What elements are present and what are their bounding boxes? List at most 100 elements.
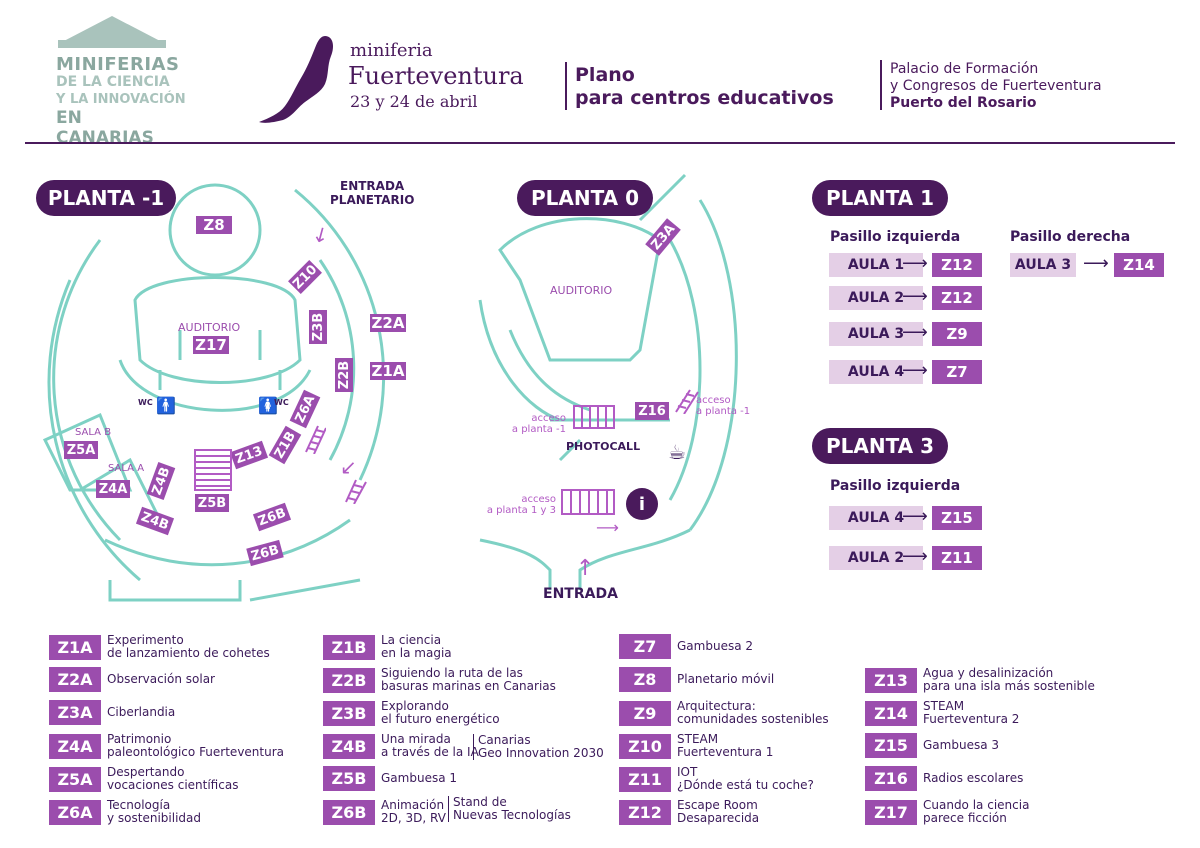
legend-z6b-divider [448, 796, 449, 822]
legend-text: Observación solar [107, 672, 215, 686]
legend-text: Cuando la ciencia parece ficción [923, 798, 1030, 825]
legend-text: Gambuesa 1 [381, 771, 458, 785]
stairs-icon-p0-right [675, 389, 699, 414]
legend-text: Arquitectura: comunidades sostenibles [677, 699, 829, 726]
divider-1 [565, 62, 567, 110]
p3-zone-2: Z11 [932, 546, 982, 570]
p1-zone-3: Z9 [932, 322, 982, 346]
legend-code: Z7 [619, 634, 671, 659]
acceso-m1-right-line2: a planta -1 [696, 406, 751, 417]
planta-3-heading: Pasillo izquierda [830, 478, 961, 494]
stairs-icon-m1-center [194, 449, 232, 491]
legend-code: Z9 [619, 700, 671, 726]
zone-tag-z3b: Z3B [309, 310, 327, 344]
legend-code: Z6B [323, 799, 375, 825]
arrow-m1-right: ↙ [340, 455, 357, 479]
venue-2: y Congresos de Fuerteventura [890, 78, 1102, 94]
legend-code: Z14 [865, 700, 917, 726]
legend-text: Ciberlandia [107, 705, 176, 719]
header-rule [25, 142, 1175, 144]
planta-1-right-heading: Pasillo derecha [1010, 229, 1131, 245]
planta-1-left-heading: Pasillo izquierda [830, 229, 961, 245]
entrada-planetario-2: PLANETARIO [330, 193, 415, 207]
zone-tag-z17: Z17 [193, 336, 229, 354]
legend-text: STEAM Fuerteventura 1 [677, 732, 774, 759]
p1-aula-1: AULA 1 [829, 253, 923, 277]
zone-tag-z2b: Z2B [335, 358, 353, 392]
legend-code: Z17 [865, 799, 917, 825]
sala-a-label: SALA A [108, 463, 145, 474]
zone-tag-z16: Z16 [635, 402, 669, 420]
wc-left-label: WC [138, 398, 153, 407]
legend-text: Despertando vocaciones científicas [107, 765, 239, 792]
p3-zone-1: Z15 [932, 506, 982, 530]
fair-name: Fuerteventura [348, 62, 524, 90]
sala-b-label: SALA B [75, 427, 112, 438]
zone-tag-z1a: Z1A [370, 362, 406, 380]
legend-text: Patrimonio paleontológico Fuerteventura [107, 732, 285, 759]
coffee-cup-icon: ☕ [668, 440, 686, 464]
person-male-icon: 🚹 [156, 396, 176, 415]
legend-text: Explorando el futuro energético [381, 699, 500, 726]
legend-code: Z10 [619, 733, 671, 759]
p3-aula-1: AULA 4 [829, 506, 923, 530]
stairs-icon-m1-lower [345, 479, 367, 504]
legend-code: Z5B [323, 766, 375, 791]
legend-code: Z5A [49, 766, 101, 792]
logo-line-2: DE LA CIENCIA [56, 74, 170, 90]
legend-z4b-divider [473, 734, 474, 760]
legend-code: Z2A [49, 667, 101, 692]
p1-zone-2: Z12 [932, 286, 982, 310]
legend-code: Z1A [49, 634, 101, 660]
legend-text: La ciencia en la magia [381, 633, 452, 660]
auditorio-p0-label: AUDITORIO [550, 284, 613, 297]
legend-code: Z3A [49, 700, 101, 725]
legend-text: IOT ¿Dónde está tu coche? [677, 765, 814, 792]
acceso-m1-left-line2: a planta -1 [511, 424, 566, 435]
legend-text: Gambuesa 3 [923, 738, 1000, 752]
stairs-icon-p0-left [573, 405, 615, 429]
logo-line-3: Y LA INNOVACIÓN [56, 92, 186, 107]
legend-text: Tecnología y sostenibilidad [107, 798, 201, 825]
legend-code: Z16 [865, 766, 917, 791]
acceso-13-line2: a planta 1 y 3 [486, 505, 556, 516]
legend-text: Siguiendo la ruta de las basuras marinas… [381, 666, 556, 693]
venue-3: Puerto del Rosario [890, 95, 1037, 111]
legend-code: Z4A [49, 733, 101, 759]
planta-1-title: PLANTA 1 [812, 180, 948, 216]
photocall-label: PHOTOCALL [566, 440, 641, 453]
auditorio-m1-label: AUDITORIO [178, 321, 241, 334]
legend-code: Z1B [323, 634, 375, 660]
planta-m1-title: PLANTA -1 [36, 180, 176, 216]
p1-aula-4: AULA 4 [829, 360, 923, 384]
acceso-13-line1: acceso [521, 494, 556, 505]
legend-z6b-extra: Stand de Nuevas Tecnologías [453, 795, 571, 822]
wc-right-label: WC [274, 398, 289, 407]
logo-line-1: MINIFERIAS [56, 54, 180, 75]
p1-zone-1: Z12 [932, 253, 982, 277]
legend-text: Agua y desalinización para una isla más … [923, 666, 1095, 693]
arrow-icon: ⟶ [902, 286, 928, 307]
zone-tag-z2a: Z2A [370, 314, 406, 332]
legend-item: Z2A Observación solar [49, 667, 317, 692]
legend-code: Z3B [323, 700, 375, 726]
divider-2 [880, 60, 882, 110]
entrada-planetario-1: ENTRADA [340, 179, 405, 193]
arrow-icon: ⟶ [902, 360, 928, 381]
plan-title-2: para centros educativos [575, 87, 834, 109]
fair-small-title: miniferia [350, 40, 433, 61]
arrow-icon: ⟶ [902, 322, 928, 343]
